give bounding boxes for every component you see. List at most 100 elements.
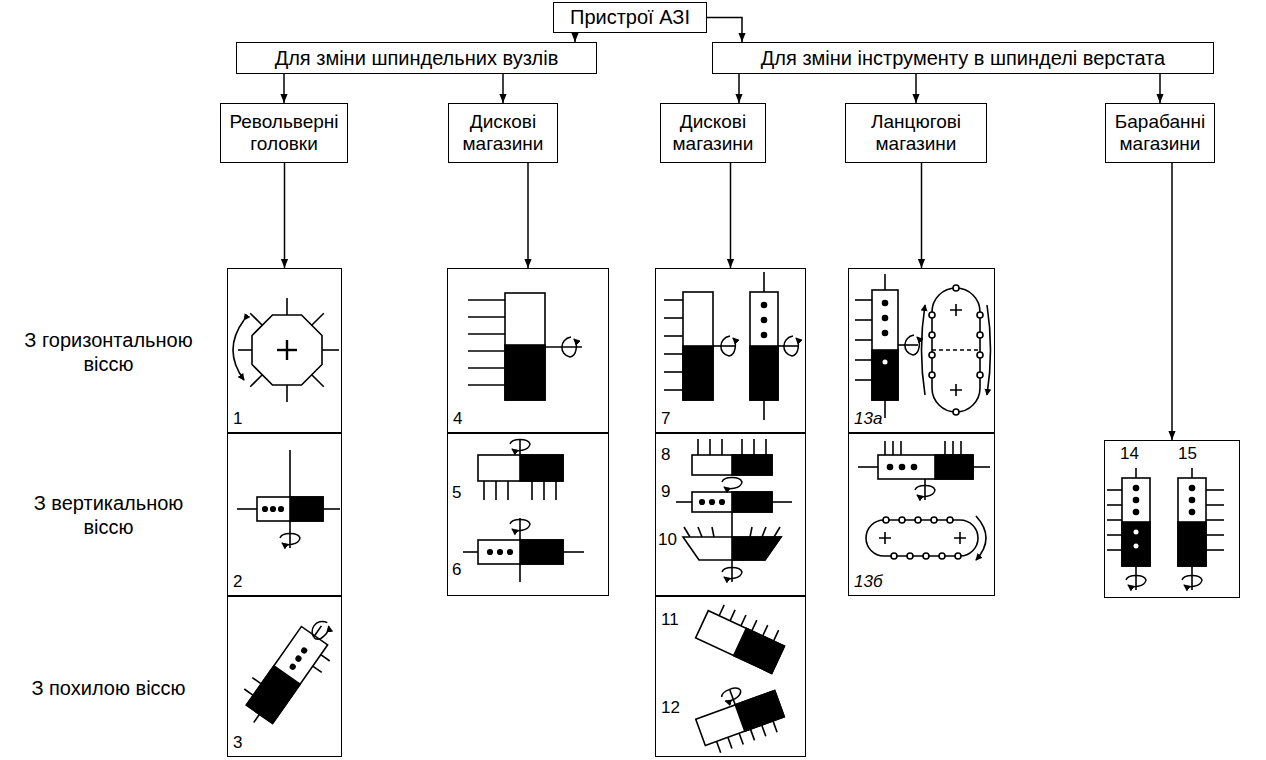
drum-magazine [1135,468,1137,478]
disc-magazine-vertical [495,481,497,500]
chain-magazine-horizontal [883,301,888,306]
disc-magazine-vertical [483,481,485,500]
category-box: Дискові магазини [448,103,558,163]
chain-magazine-horizontal [929,352,935,358]
chain-magazine-vertical [960,441,962,455]
chain-magazine-horizontal [883,360,888,365]
sketch-panel: 56 [447,433,609,596]
revolver-head-horizontal [233,320,244,380]
disc-magazine-vertical [721,439,723,455]
disc-magazine-inclined [739,733,743,744]
arrow-connector [738,74,740,103]
revolver-head-inclined [246,627,327,724]
chain-magazine-vertical [878,455,973,479]
callout-number: 10 [657,531,678,550]
disc-magazine-vertical [507,481,509,500]
callout-number: 2 [232,573,243,592]
chain-magazine-vertical [900,441,902,455]
disc-magazine-horizontal [468,384,505,386]
disc-magazine-vertical [698,527,702,537]
chain-magazine-horizontal [884,274,886,290]
revolver-head-vertical [323,508,340,510]
disc-magazine-horizontal [778,345,798,347]
disc-magazine-horizontal [762,333,767,338]
revolver-head-vertical [271,507,276,512]
root-box: Пристрої АЗІ [553,2,707,33]
callout-number: 11 [660,611,680,630]
disc-magazine-vertical [741,439,743,455]
revolver-head-vertical [279,507,284,512]
disc-magazine-inclined [728,737,732,748]
chain-magazine-vertical [907,553,913,559]
disc-magazine-vertical [720,500,725,505]
group-box: Для зміни шпиндельних вузлів [236,42,597,74]
revolver-head-inclined [295,655,301,661]
chain-magazine-horizontal [932,288,980,412]
disc-magazine-inclined [752,620,757,631]
disc-magazine-vertical [478,540,563,564]
box-label: Барабанні магазини [1115,111,1205,155]
chain-magazine-horizontal [884,400,886,418]
disc-magazine-horizontal [468,333,505,335]
sketch-panel: 8910 [655,433,806,596]
disc-magazine-vertical [692,455,772,475]
sketch-panel: 3 [227,596,342,757]
disc-magazine-vertical [463,439,584,582]
disc-magazine-vertical [520,455,563,481]
drum-magazine [1134,498,1139,503]
chain-magazine-vertical [900,465,905,470]
revolver-head-vertical [237,508,257,510]
row-label: З похилою віссю [6,676,211,700]
drum-magazine [1178,478,1206,566]
callout-number: 4 [452,410,463,429]
drum-magazine [1107,489,1122,491]
drum-magazine [1190,510,1195,515]
disc-magazine-vertical [543,481,545,500]
disc-magazine-horizontal [762,318,767,323]
disc-magazine-vertical [510,520,530,531]
disc-magazine-vertical [531,481,533,500]
chain-magazine-vertical [939,553,945,559]
chain-magazine-horizontal [855,319,872,321]
disc-magazine-vertical [772,501,792,503]
revolver-head-horizontal [286,385,288,402]
revolver-head-horizontal [312,313,324,325]
box-label: Для зміни інструменту в шпинделі верстат… [761,47,1165,70]
revolver-head-inclined [313,666,322,672]
chain-magazine-vertical [935,455,973,479]
disc-magazine-vertical [508,550,513,555]
revolver-head-horizontal [312,375,324,387]
row-label: З горизонтальною віссю [6,328,211,376]
revolver-head-inclined [232,605,347,738]
arrow-connector [915,74,917,103]
disc-magazine-inclined [690,675,788,757]
chain-magazine-horizontal [855,359,872,361]
drum-magazine [1122,478,1150,566]
disc-magazine-inclined [774,630,779,641]
revolver-head-horizontal [252,315,322,385]
box-label: Дискові магазини [463,111,544,155]
drum-magazine [1107,504,1122,506]
disc-magazine-vertical [676,439,792,582]
revolver-head-vertical [289,450,291,497]
disc-magazine-horizontal [505,293,545,400]
drum-magazine [1206,504,1224,506]
revolver-head-inclined [301,647,307,653]
disc-magazine-vertical [510,440,530,451]
chain-magazine-horizontal [953,285,959,291]
chain-magazine-horizontal [855,379,872,381]
disc-magazine-horizontal [505,345,545,400]
box-label: Револьверні головки [229,111,338,155]
chain-magazine-vertical [883,517,889,523]
chain-magazine-vertical [912,465,917,470]
category-box: Дискові магазини [660,103,766,163]
chain-magazine-vertical [915,517,921,523]
disc-magazine-vertical [762,527,766,537]
chain-magazine-horizontal [905,335,919,355]
disc-magazine-horizontal [664,353,683,355]
revolver-head-horizontal [286,340,288,360]
sketch-panel: 2 [227,433,342,596]
category-box: Барабанні магазини [1105,103,1215,163]
disc-magazine-vertical [488,550,493,555]
